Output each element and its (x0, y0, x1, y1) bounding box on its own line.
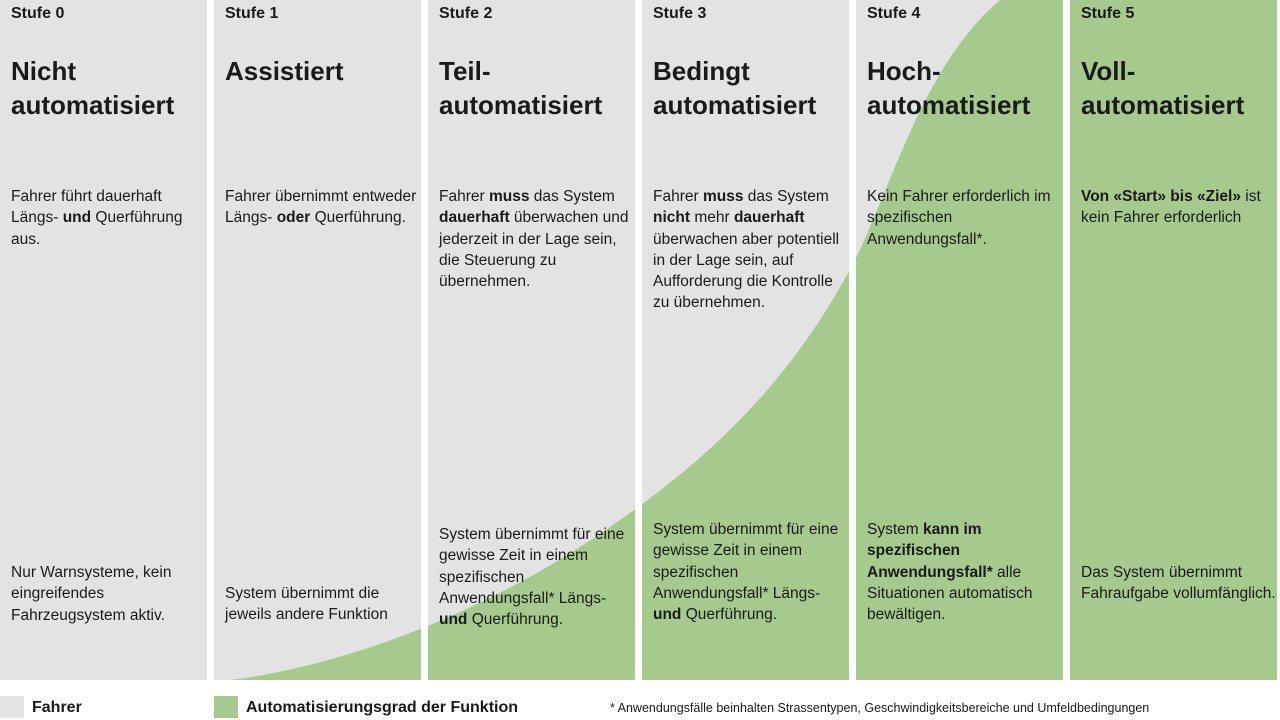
level-label: Stufe 2 (439, 5, 493, 22)
text-segment: mehr (690, 209, 734, 227)
legend-label-fahrer: Fahrer (32, 699, 82, 716)
text-segment: dauerhaft (439, 209, 510, 227)
driver-description: Fahrer führt dauerhaft Längs- und Querfü… (11, 186, 206, 250)
level-title: Teil- automatisiert (439, 56, 603, 120)
text-segment: Nur Warnsysteme, kein eingreifendes Fahr… (11, 564, 172, 624)
system-description: Nur Warnsysteme, kein eingreifendes Fahr… (11, 562, 206, 626)
text-segment: muss (702, 188, 744, 205)
text-segment: überwachen aber potentiell in der Lage s… (653, 230, 840, 312)
text-segment: System übernimmt die jeweils andere Funk… (225, 585, 388, 624)
level-title: Hoch- automatisiert (867, 56, 1031, 120)
text-segment: Querführung. (310, 209, 406, 227)
level-title: Voll- automatisiert (1081, 56, 1245, 120)
text-segment: Fahrer (439, 188, 489, 205)
column-dividers (207, 0, 1280, 680)
text-segment: Fahrer führt dauerhaft Längs- (11, 188, 162, 227)
text-segment: System übernimmt für eine gewisse Zeit i… (653, 521, 839, 602)
system-description: Das System übernimmt Fahraufgabe vollumf… (1081, 562, 1276, 605)
text-segment: das System (743, 188, 829, 205)
text-segment: das System (529, 188, 615, 205)
level-label: Stufe 3 (653, 5, 707, 22)
level-label: Stufe 5 (1081, 5, 1135, 22)
driver-description: Fahrer muss das System nicht mehr dauerh… (653, 186, 848, 314)
text-segment: Kein Fahrer erforderlich im spezifischen… (867, 188, 1051, 248)
text-segment: nicht (653, 209, 691, 227)
text-segment: Das System übernimmt Fahraufgabe vollumf… (1081, 564, 1276, 603)
text-segment: Querführung. (467, 611, 564, 629)
text-segment: System (867, 521, 923, 538)
text-segment: muss (488, 188, 530, 205)
legend-label-automation: Automatisierungsgrad der Funktion (246, 699, 519, 716)
driver-description: Von «Start» bis «Ziel» ist kein Fahrer e… (1081, 186, 1276, 229)
text-segment: oder (276, 209, 311, 227)
system-description: System übernimmt für eine gewisse Zeit i… (439, 524, 634, 630)
driver-description: Fahrer muss das System dauerhaft überwac… (439, 186, 634, 292)
level-title: Nicht automatisiert (11, 56, 175, 120)
legend-swatch-fahrer (0, 696, 24, 718)
system-description: System übernimmt die jeweils andere Funk… (225, 583, 420, 626)
text-segment: Fahrer (653, 188, 703, 205)
text-segment: überwachen und jederzeit in der Lage sei… (439, 209, 629, 291)
level-title: Bedingt automatisiert (653, 56, 817, 120)
text-segment: ist kein Fahrer erforderlich (1081, 188, 1261, 227)
system-description: System kann im spezifischen Anwendungsfa… (867, 519, 1062, 625)
level-label: Stufe 1 (225, 5, 279, 22)
level-label: Stufe 4 (867, 5, 921, 22)
driver-description: Kein Fahrer erforderlich im spezifischen… (867, 186, 1062, 250)
legend-swatch-automation (214, 696, 238, 718)
text-segment: Querführung aus. (11, 209, 183, 248)
level-label: Stufe 0 (11, 5, 65, 22)
level-title: Assistiert (225, 56, 344, 86)
text-segment: kann im spezifischen Anwendungsfall* (867, 521, 993, 581)
text-segment: und (653, 606, 682, 624)
driver-description: Fahrer übernimmt entweder Längs- oder Qu… (225, 186, 420, 229)
text-segment: Querführung. (681, 606, 778, 624)
text-segment: dauerhaft (733, 209, 805, 227)
system-description: System übernimmt für eine gewisse Zeit i… (653, 519, 848, 625)
text-segment: alle Situationen automatisch bewältigen. (867, 563, 1033, 624)
text-segment: Von «Start» bis «Ziel» (1081, 188, 1241, 205)
footnote: * Anwendungsfälle beinhalten Strassentyp… (610, 701, 1150, 715)
text-segment: und (62, 209, 92, 227)
text-segment: System übernimmt für eine gewisse Zeit i… (439, 526, 625, 607)
text-segment: und (439, 611, 468, 629)
text-segment: Fahrer übernimmt entweder Längs- (225, 188, 417, 227)
automation-curve-area (230, 0, 1280, 680)
